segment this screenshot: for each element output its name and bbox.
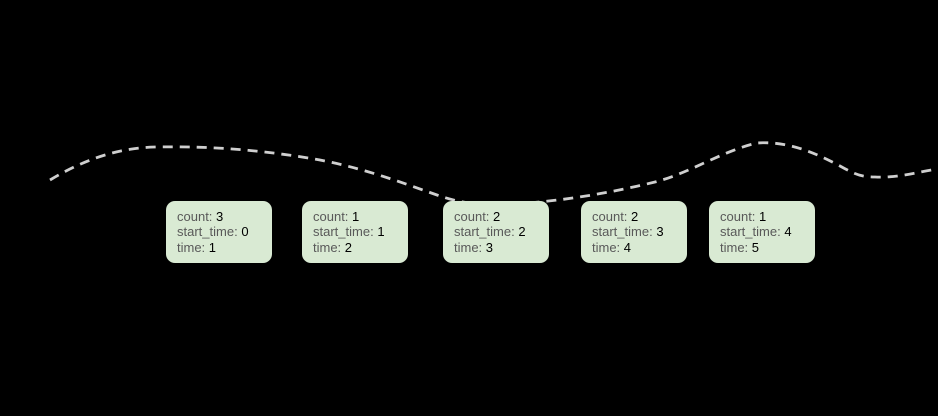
window-card-4: count: 2 start_time: 3 time: 4 — [581, 201, 687, 263]
count-label: count: — [592, 208, 628, 224]
time-label: time: — [592, 239, 621, 255]
count-row: count: 1 — [313, 209, 404, 225]
time-value: 1 — [208, 239, 217, 255]
time-value: 2 — [344, 239, 353, 255]
start-time-label: start_time: — [454, 224, 515, 240]
start-time-value: 4 — [784, 224, 792, 240]
start-time-value: 0 — [241, 224, 249, 240]
window-card-5: count: 1 start_time: 4 time: 5 — [709, 201, 815, 263]
window-card-2: count: 1 start_time: 1 time: 2 — [302, 201, 408, 263]
count-label: count: — [313, 208, 349, 224]
count-row: count: 3 — [177, 209, 268, 225]
time-row: time: 4 — [592, 240, 683, 256]
time-label: time: — [720, 239, 749, 255]
time-value: 3 — [485, 239, 494, 255]
start-time-row: start_time: 0 — [177, 224, 268, 240]
window-card-3: count: 2 start_time: 2 time: 3 — [443, 201, 549, 263]
count-row: count: 2 — [454, 209, 545, 225]
count-row: count: 1 — [720, 209, 811, 225]
start-time-label: start_time: — [177, 224, 238, 240]
time-row: time: 1 — [177, 240, 268, 256]
time-row: time: 2 — [313, 240, 404, 256]
start-time-row: start_time: 1 — [313, 224, 404, 240]
start-time-row: start_time: 4 — [720, 224, 811, 240]
start-time-label: start_time: — [313, 224, 374, 240]
count-value: 1 — [759, 208, 767, 224]
time-value: 4 — [623, 239, 632, 255]
window-card-1: count: 3 start_time: 0 time: 1 — [166, 201, 272, 263]
start-time-value: 2 — [518, 224, 526, 240]
count-label: count: — [720, 208, 756, 224]
count-label: count: — [177, 208, 213, 224]
count-value: 2 — [631, 208, 639, 224]
time-label: time: — [454, 239, 483, 255]
start-time-row: start_time: 3 — [592, 224, 683, 240]
start-time-label: start_time: — [720, 224, 781, 240]
time-value: 5 — [751, 239, 760, 255]
time-row: time: 3 — [454, 240, 545, 256]
count-value: 1 — [352, 208, 360, 224]
start-time-value: 1 — [377, 224, 385, 240]
start-time-row: start_time: 2 — [454, 224, 545, 240]
count-row: count: 2 — [592, 209, 683, 225]
time-label: time: — [177, 239, 206, 255]
count-value: 3 — [216, 208, 224, 224]
count-value: 2 — [493, 208, 501, 224]
count-label: count: — [454, 208, 490, 224]
start-time-label: start_time: — [592, 224, 653, 240]
time-row: time: 5 — [720, 240, 811, 256]
time-label: time: — [313, 239, 342, 255]
start-time-value: 3 — [656, 224, 664, 240]
dashed-trend-curve — [49, 141, 938, 207]
